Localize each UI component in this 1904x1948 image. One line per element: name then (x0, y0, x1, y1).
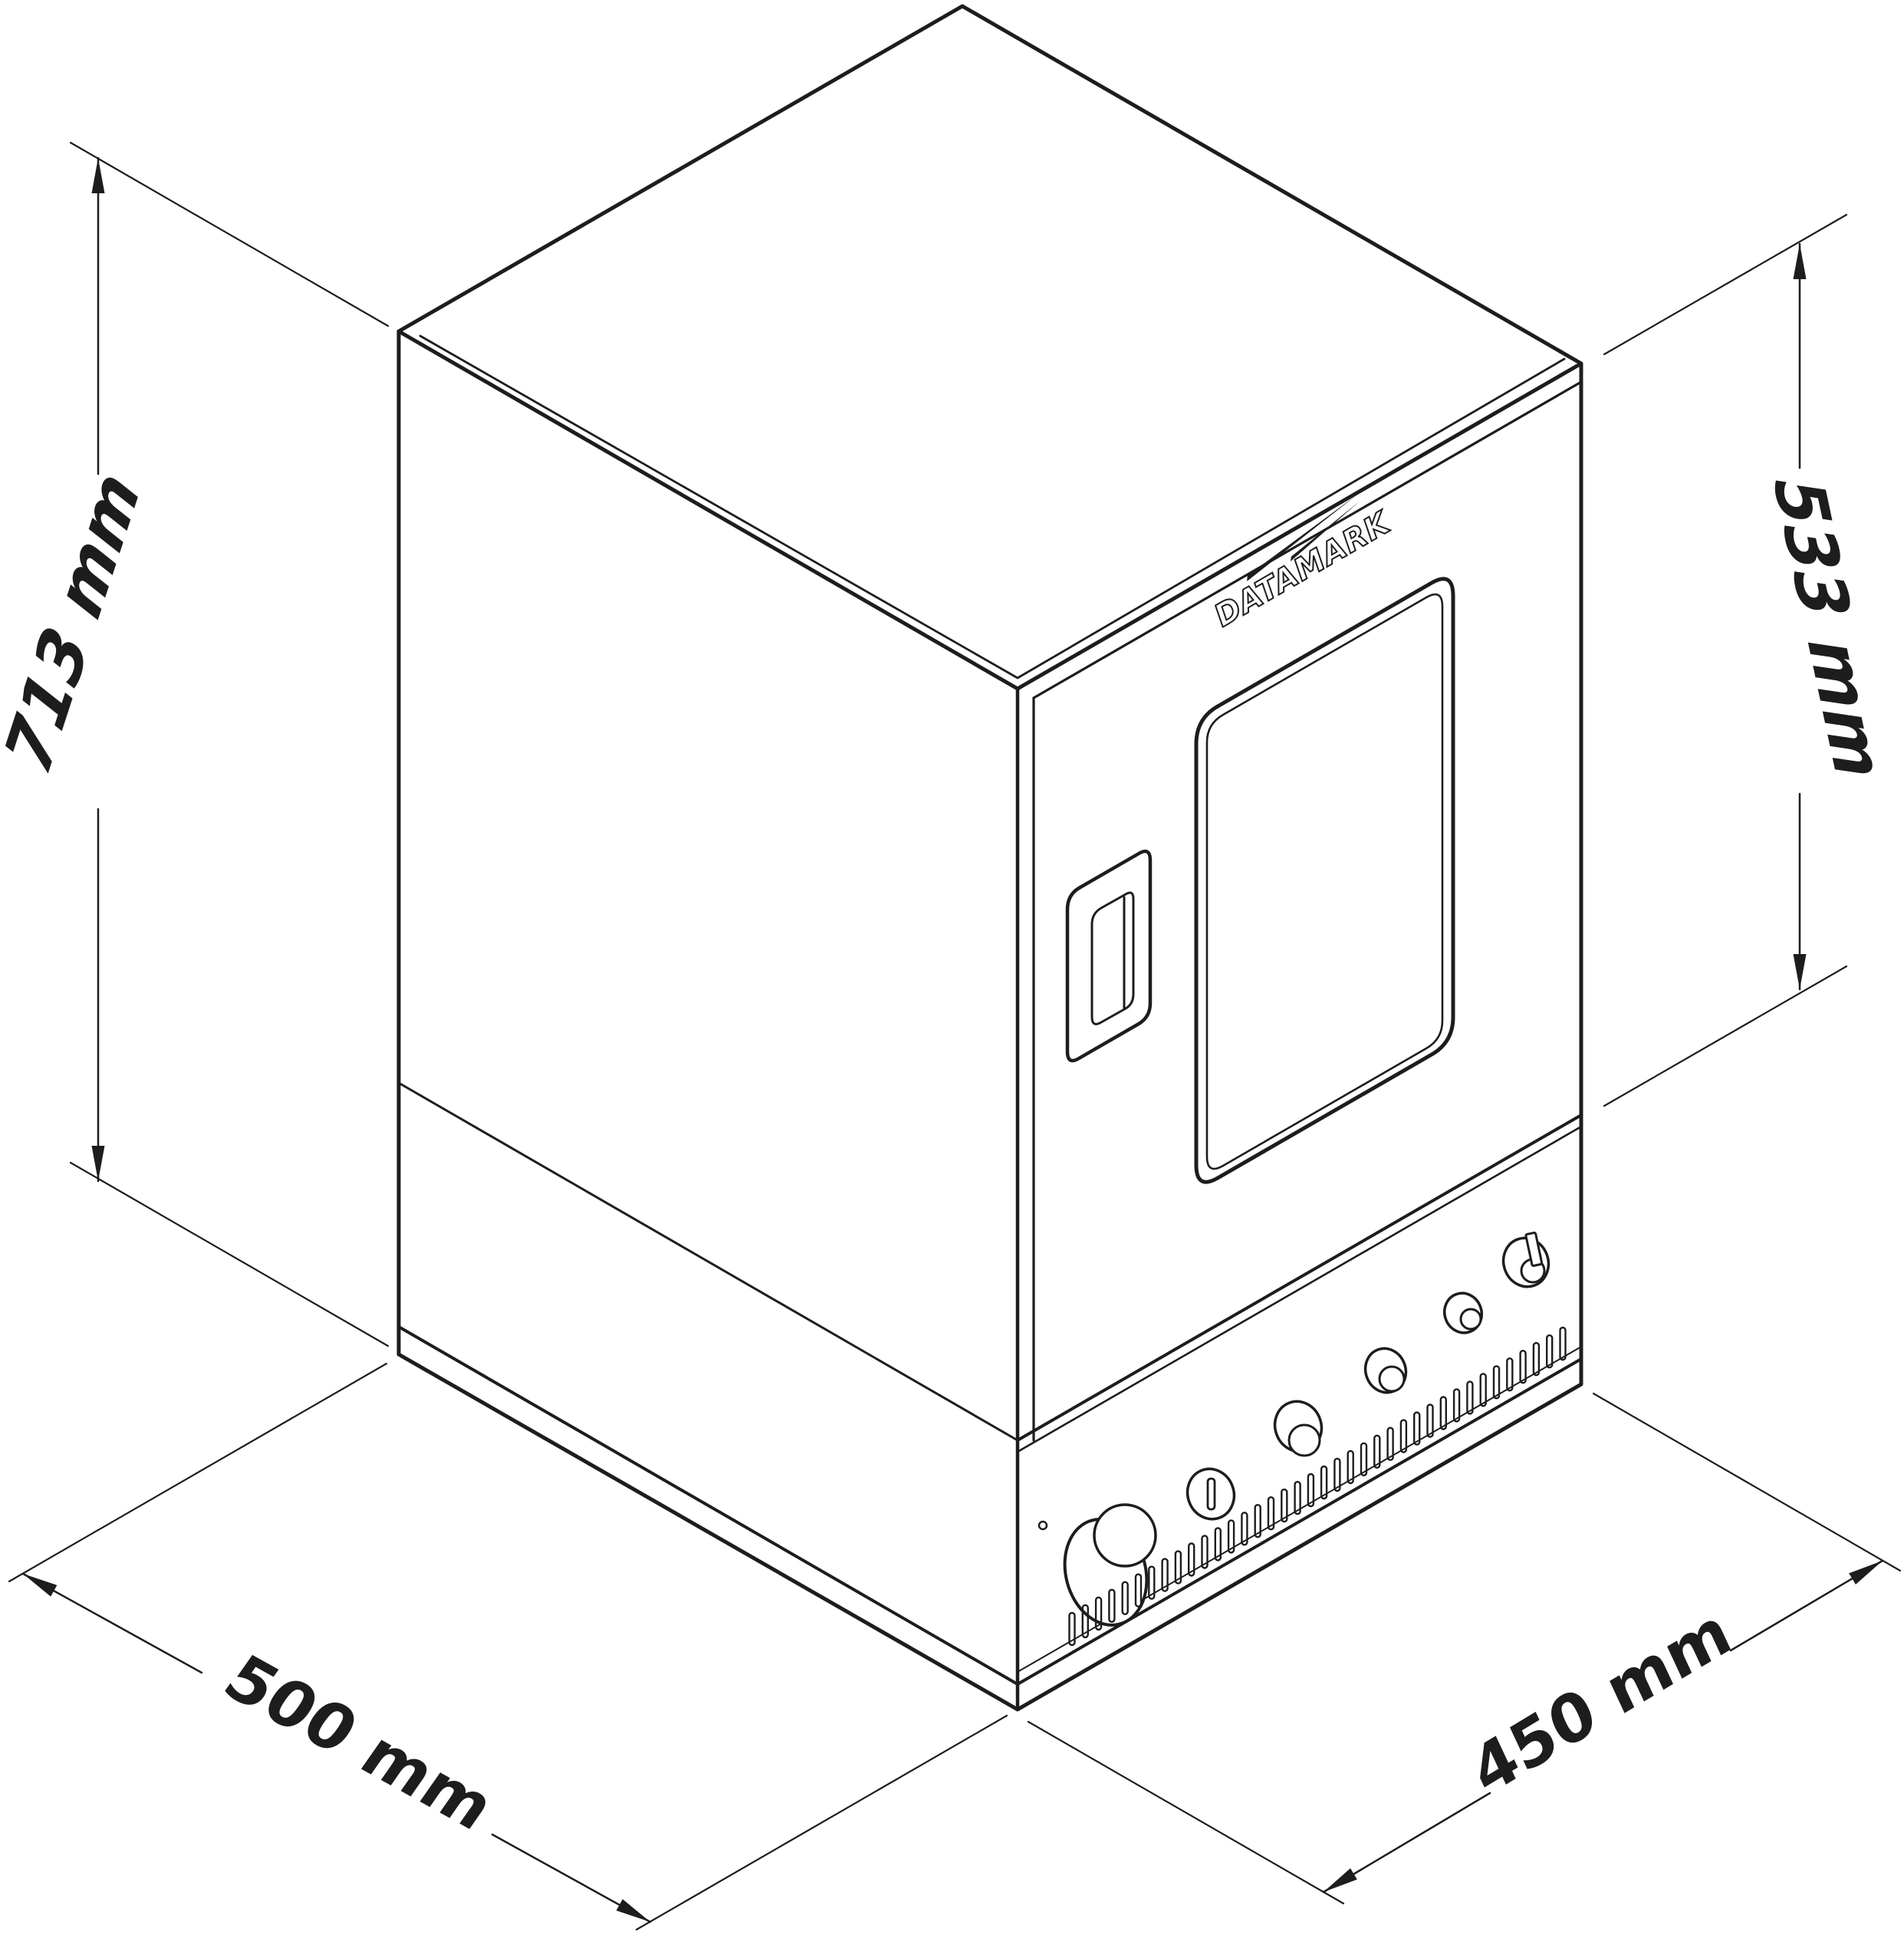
vent-slat (1227, 1519, 1235, 1554)
vent-slat (1506, 1357, 1514, 1392)
vent-slat (1426, 1403, 1434, 1438)
vent-slat (1439, 1396, 1448, 1430)
control-panel (1037, 1231, 1567, 1647)
handle-recess (1090, 891, 1135, 1025)
dim-door-arrow-down (1793, 954, 1807, 989)
vent-slat (1532, 1341, 1541, 1377)
vent-slat (1108, 1588, 1116, 1624)
vent-slat (1081, 1604, 1090, 1639)
dim-width-ext-left (1027, 1720, 1345, 1905)
door-bottom-edge (1016, 1114, 1583, 1442)
dim-depth-ext-left (8, 1362, 388, 1583)
dim-door-ext-bottom (1603, 965, 1848, 1107)
dim-height: 713 mm (0, 141, 390, 1347)
vent-slat (1214, 1527, 1222, 1561)
vent-slat (1545, 1334, 1554, 1369)
body-bottom-edges (397, 1325, 1583, 1686)
dim-height-ext-top (69, 141, 390, 327)
vent-slat (1320, 1465, 1328, 1500)
dim-height-ext-bottom (69, 1161, 390, 1347)
handle-outer (1065, 849, 1153, 1063)
vent-slat (1492, 1365, 1501, 1400)
knob-3-top (1378, 1365, 1406, 1393)
knob-3 (1363, 1347, 1408, 1394)
vent-slat (1161, 1558, 1169, 1592)
vent-slat (1241, 1512, 1248, 1546)
dim-height-arrow-up (91, 158, 105, 193)
power-knob (1063, 1503, 1157, 1627)
vent-slat (1068, 1611, 1076, 1647)
vent-slats (1068, 1326, 1567, 1647)
dim-door-ext-top (1603, 213, 1848, 356)
knob-1 (1185, 1467, 1236, 1521)
dim-door-height: 533 mm (1603, 213, 1900, 1107)
power-knob-top (1093, 1503, 1157, 1568)
dim-depth-ext-right (635, 1714, 1008, 1931)
door-window-inner-line (1205, 593, 1444, 1170)
vent-slat (1267, 1496, 1275, 1531)
knob-2 (1273, 1400, 1324, 1457)
vent-slat (1466, 1380, 1474, 1415)
key-switch-key (1524, 1231, 1544, 1267)
vent-slat (1412, 1411, 1421, 1446)
dim-depth-label: 500 mm (210, 1641, 508, 1844)
dim-door-arrow-up (1793, 244, 1807, 279)
vent-slat (1294, 1480, 1301, 1515)
vent-slat (1347, 1449, 1354, 1485)
vent-slat (1386, 1426, 1394, 1461)
vent-slat (1399, 1419, 1408, 1453)
vent-slat (1148, 1565, 1156, 1600)
vent-slat (1281, 1488, 1288, 1523)
key-switch (1501, 1231, 1550, 1288)
dim-width-ext-right (1592, 1392, 1902, 1572)
door-handle (1065, 849, 1153, 1063)
machine-body: DATAMARK (396, 4, 1583, 1712)
vent-slat (1333, 1457, 1341, 1492)
vent-slat (1519, 1349, 1527, 1384)
knob-4 (1443, 1292, 1483, 1334)
dim-height-label: 713 mm (0, 459, 155, 786)
door: DATAMARK (1016, 380, 1583, 1453)
vent-slat (1121, 1581, 1129, 1616)
vent-slat (1452, 1388, 1461, 1423)
vent-slat (1201, 1535, 1208, 1569)
vent-slat (1187, 1542, 1195, 1577)
knob-1-slot (1206, 1477, 1216, 1511)
door-top-edge (1032, 380, 1583, 699)
vent-slat (1254, 1503, 1261, 1538)
dim-door-height-label: 533 mm (1758, 478, 1900, 779)
vent-slat (1094, 1596, 1103, 1631)
vent-slat (1360, 1442, 1368, 1477)
vent-slat (1559, 1326, 1567, 1361)
vent-slat (1479, 1373, 1487, 1407)
panel-screw-icon (1037, 1520, 1048, 1531)
vent-slat (1307, 1473, 1315, 1508)
left-face-seam-line (397, 1081, 1019, 1442)
vent-slat (1174, 1550, 1182, 1584)
knob-2-top (1287, 1423, 1321, 1457)
dim-width-label: 450 mm (1460, 1592, 1741, 1811)
top-face-seam (419, 334, 1566, 679)
vent-slat (1134, 1573, 1143, 1607)
vent-slat (1373, 1434, 1381, 1469)
knob-4-top (1459, 1308, 1482, 1331)
door-window (1194, 577, 1455, 1184)
panel-top-edge (1016, 1125, 1583, 1453)
